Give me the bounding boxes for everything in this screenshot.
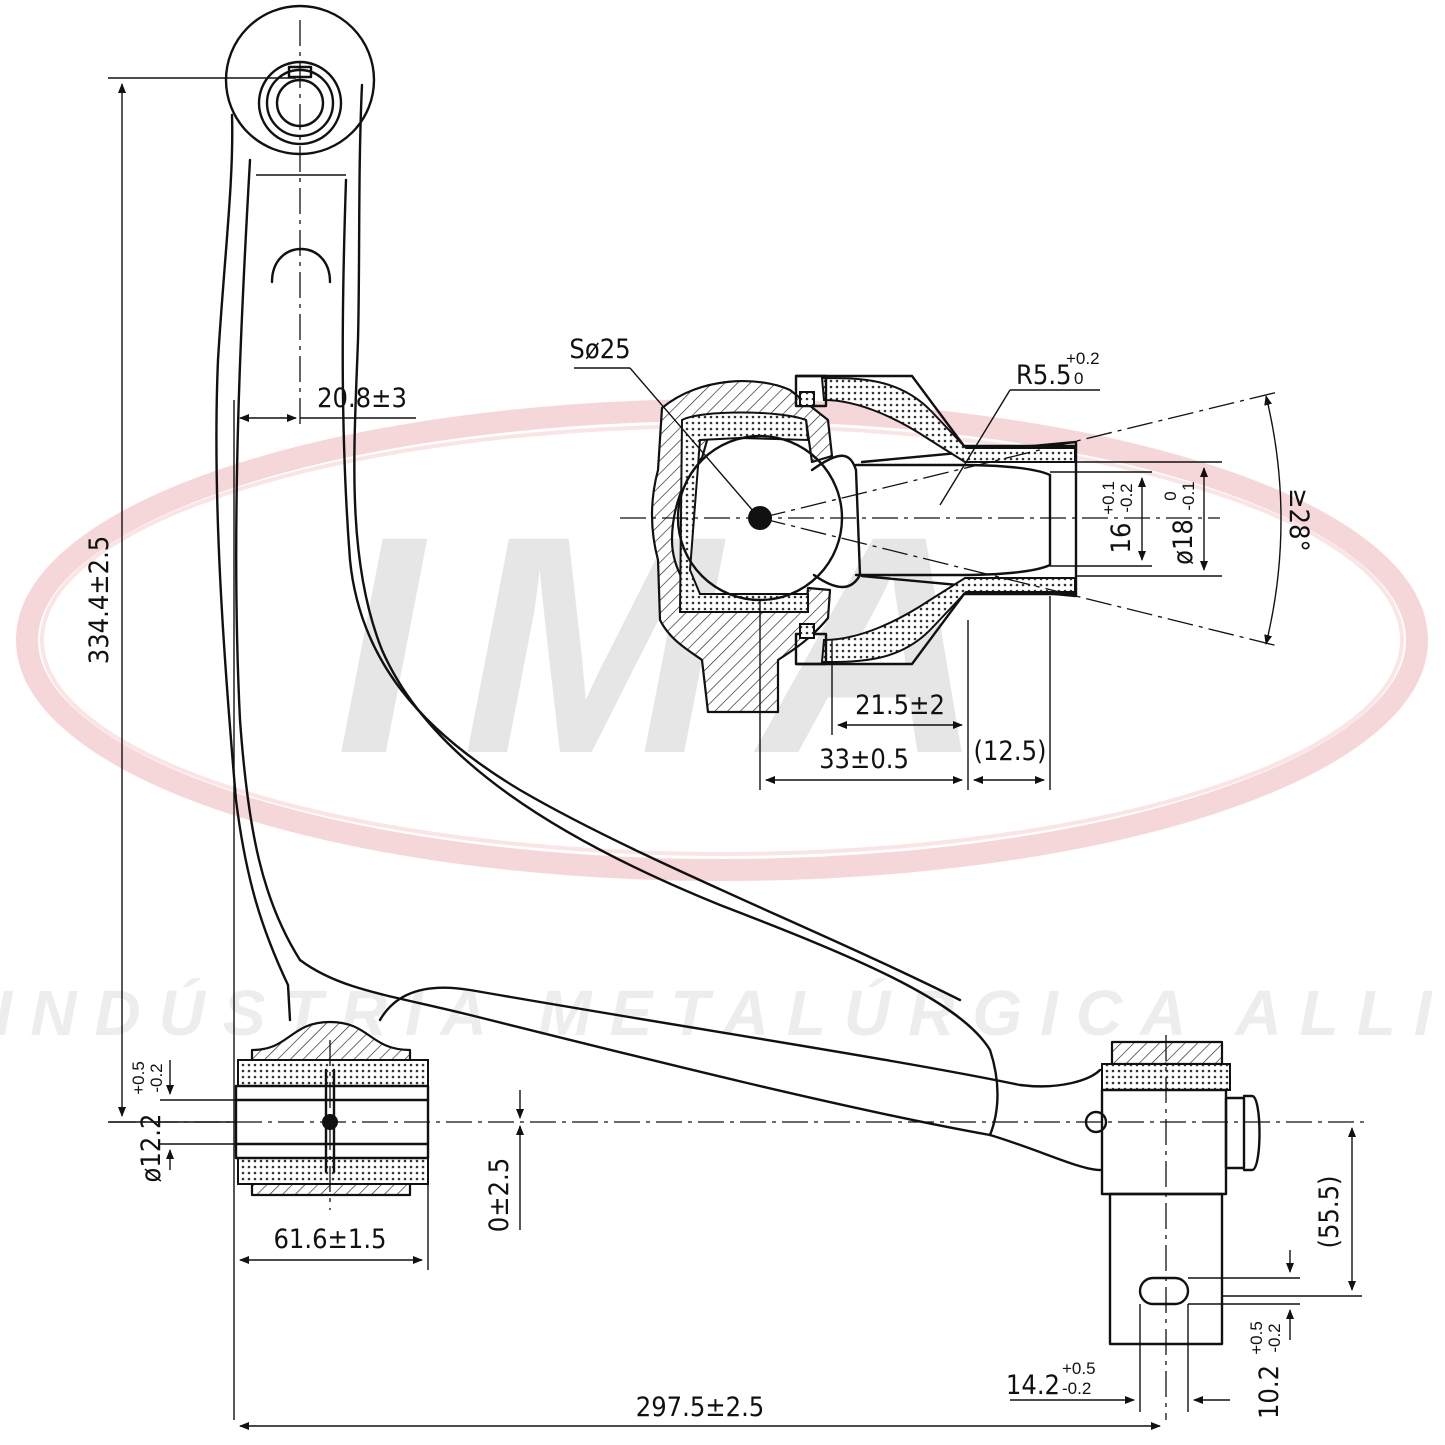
svg-text:R5.5: R5.5 bbox=[1016, 360, 1072, 391]
dim-overall-height: 334.4±2.5 bbox=[84, 536, 115, 665]
dim-bushing-diameter: ø12.2 +0.5 -0.2 bbox=[129, 1061, 167, 1182]
right-pin-assembly bbox=[1084, 1040, 1261, 1346]
dim-stud-inner: 16 +0.1 -0.2 bbox=[1099, 481, 1137, 553]
svg-text:ø18: ø18 bbox=[1168, 519, 1199, 565]
svg-text:-0.2: -0.2 bbox=[1062, 1379, 1091, 1398]
watermark-company-text: INDÚSTRIA METALÚRGICA ALLI bbox=[0, 977, 1445, 1049]
svg-text:-0.2: -0.2 bbox=[1117, 483, 1136, 512]
dim-ball-diameter: Sø25 bbox=[569, 334, 630, 365]
svg-text:+0.5: +0.5 bbox=[1062, 1359, 1096, 1378]
dim-stud-outer: ø18 0 -0.1 bbox=[1161, 481, 1199, 565]
svg-text:-0.1: -0.1 bbox=[1179, 481, 1198, 510]
dim-angle: ≥28° bbox=[1283, 488, 1314, 551]
svg-text:10.2: 10.2 bbox=[1254, 1365, 1285, 1419]
dim-radius: R5.5 +0.2 0 bbox=[1016, 349, 1100, 391]
svg-text:ø12.2: ø12.2 bbox=[136, 1114, 167, 1183]
dim-overall-length: 297.5±2.5 bbox=[636, 1392, 765, 1423]
svg-text:-0.2: -0.2 bbox=[147, 1063, 166, 1092]
svg-text:16: 16 bbox=[1106, 523, 1137, 554]
svg-text:0: 0 bbox=[1074, 369, 1083, 388]
dim-stud-length: 33±0.5 bbox=[819, 744, 909, 775]
dim-bushing-width: 61.6±1.5 bbox=[273, 1224, 386, 1255]
dimension-lines bbox=[108, 77, 1362, 1430]
dim-center-offset: 0±2.5 bbox=[484, 1158, 515, 1232]
svg-text:-0.2: -0.2 bbox=[1265, 1323, 1284, 1352]
svg-text:+0.1: +0.1 bbox=[1099, 481, 1118, 515]
dim-pin-hole: 10.2 +0.5 -0.2 bbox=[1247, 1321, 1285, 1419]
dim-pin-height: (55.5) bbox=[1314, 1175, 1345, 1248]
dim-boot-length: 21.5±2 bbox=[855, 690, 945, 721]
svg-text:+0.5: +0.5 bbox=[129, 1061, 148, 1095]
svg-text:0: 0 bbox=[1161, 491, 1180, 500]
dimension-labels: 334.4±2.5 20.8±3 ø12.2 +0.5 -0.2 61.6±1.… bbox=[84, 334, 1345, 1423]
svg-text:+0.5: +0.5 bbox=[1247, 1321, 1266, 1355]
dim-pin-width: 14.2 +0.5 -0.2 bbox=[1006, 1359, 1096, 1401]
center-lines bbox=[110, 20, 1365, 1420]
dim-offset-top: 20.8±3 bbox=[317, 383, 407, 414]
dim-stud-end: (12.5) bbox=[973, 736, 1046, 767]
svg-text:14.2: 14.2 bbox=[1006, 1370, 1060, 1401]
svg-text:+0.2: +0.2 bbox=[1066, 349, 1100, 368]
